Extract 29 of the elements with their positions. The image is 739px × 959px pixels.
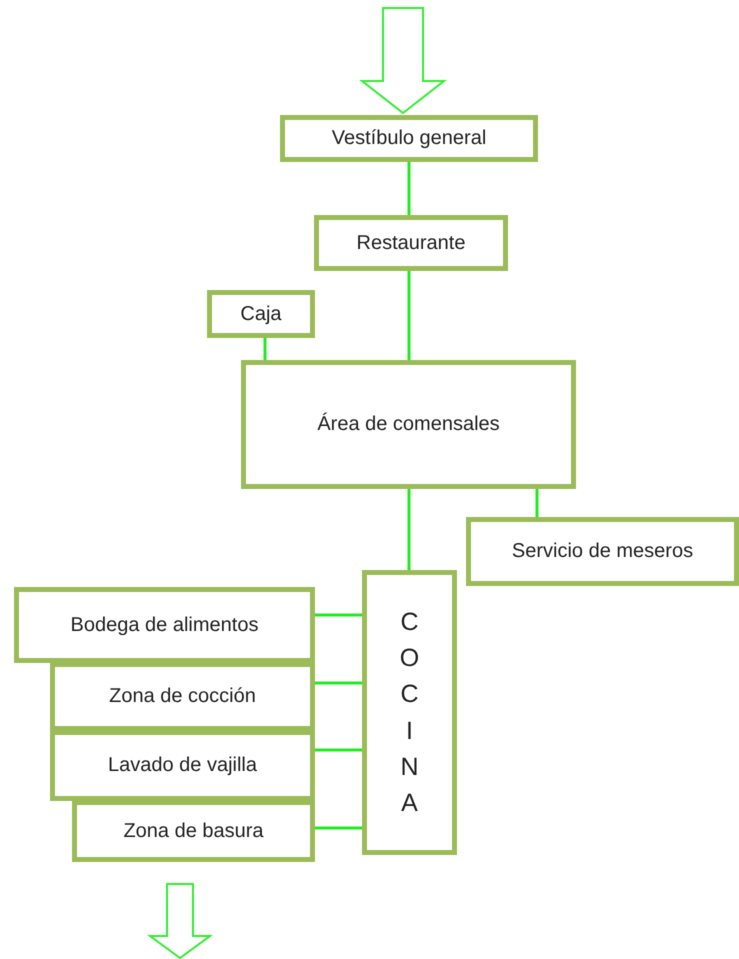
box-label: COCINA	[400, 606, 420, 819]
block-arrow	[146, 883, 214, 959]
connector-line	[315, 682, 362, 684]
box-label: Zona de cocción	[108, 684, 257, 709]
area-box	[14, 587, 315, 663]
box-label: Restaurante	[356, 230, 466, 256]
connector-line	[408, 489, 410, 570]
box-label: Lavado de vajilla	[107, 753, 258, 778]
connector-line	[536, 489, 538, 517]
area-box	[466, 517, 739, 586]
box-label: Vestíbulo general	[330, 126, 488, 151]
connector-line	[315, 614, 362, 616]
block-arrow	[359, 7, 447, 114]
area-box	[72, 800, 315, 862]
box-label: Servicio de meseros	[510, 539, 694, 564]
box-label: Área de comensales	[316, 412, 501, 437]
box-label: Bodega de alimentos	[70, 612, 260, 638]
connector-line	[408, 271, 410, 360]
connector-line	[264, 338, 266, 360]
area-box	[207, 290, 315, 338]
area-box	[280, 115, 538, 162]
box-label: Zona de basura	[122, 818, 265, 844]
area-box	[314, 215, 508, 271]
connector-line	[315, 826, 362, 830]
box-label: Caja	[239, 302, 283, 326]
connector-line	[408, 162, 410, 215]
connector-line	[315, 748, 362, 752]
kitchen-box	[362, 570, 457, 855]
area-box	[241, 360, 576, 489]
